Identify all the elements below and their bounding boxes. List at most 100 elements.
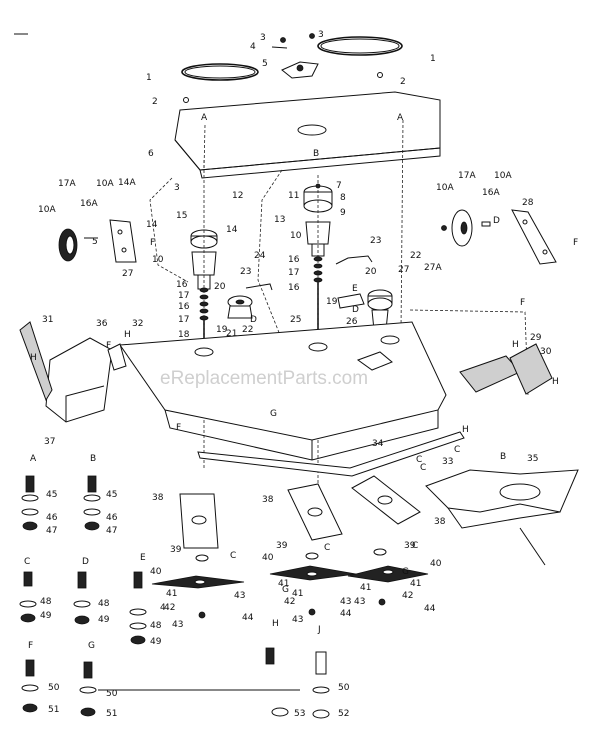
letter-g: G [88, 641, 95, 651]
left-wheel-bracket-14A [109, 219, 137, 263]
hw-group-G [79, 661, 97, 717]
cutter-40-right [347, 565, 429, 583]
callout-41: 41 [166, 589, 177, 599]
callout-41: 41 [360, 583, 371, 593]
callout-10a: 10A [96, 179, 114, 189]
letter-g: G [402, 567, 409, 577]
callout-48: 48 [98, 599, 110, 609]
hw-group-E [129, 571, 147, 645]
callout-19: 19 [326, 297, 338, 307]
callout-42: 42 [164, 603, 175, 613]
callout-20: 20 [365, 267, 377, 277]
nut-3-right [309, 33, 315, 39]
callout-23: 23 [370, 236, 381, 246]
callout-5: 5 [262, 59, 268, 69]
callout-10a: 10A [436, 183, 454, 193]
hinge-36 [107, 343, 127, 371]
callout-26: 26 [346, 317, 358, 327]
callout-51: 51 [48, 705, 59, 715]
washer-39-right [373, 548, 387, 556]
callout-28: 28 [522, 198, 534, 208]
callout-51: 51 [106, 709, 117, 719]
letter-f: F [573, 238, 578, 248]
guide-right-cover [400, 119, 404, 331]
letter-f: F [106, 341, 111, 351]
nut-43-center [308, 608, 316, 616]
callout-46: 46 [106, 513, 118, 523]
letter-f: F [176, 423, 181, 433]
letter-f: F [150, 238, 155, 248]
letter-j: J [317, 625, 321, 635]
callout-39: 39 [404, 541, 416, 551]
pin-16A-right [481, 221, 491, 227]
callout-37: 37 [44, 437, 55, 447]
letter-h: H [272, 619, 279, 629]
letter-a: A [30, 454, 37, 464]
callout-17: 17 [178, 291, 189, 301]
spring-23-left [245, 283, 273, 291]
idler-bracket-5 [281, 61, 319, 79]
callout-33: 33 [442, 457, 453, 467]
callout-46: 46 [46, 513, 58, 523]
letter-h: H [30, 353, 37, 363]
idler-arm-26 [337, 293, 365, 309]
callout-30: 30 [540, 347, 552, 357]
callout-7: 7 [336, 181, 342, 191]
callout-4: 4 [160, 603, 166, 613]
letter-d: D [82, 557, 89, 567]
callout-2: 2 [152, 97, 158, 107]
callout-24: 24 [254, 251, 266, 261]
left-idler-20 [227, 295, 253, 319]
letter-b: B [313, 149, 319, 159]
callout-16a: 16A [482, 188, 500, 198]
callout-47: 47 [106, 526, 117, 536]
callout-40: 40 [150, 567, 162, 577]
callout-9: 9 [340, 208, 346, 218]
callout-52: 52 [338, 709, 349, 719]
letter-h: H [552, 377, 559, 387]
discharge-cover-35 [425, 469, 579, 529]
callout-17: 17 [288, 268, 299, 278]
callout-12: 12 [232, 191, 243, 201]
letter-h: H [124, 330, 131, 340]
callout-17: 17 [178, 315, 189, 325]
callout-50: 50 [338, 683, 350, 693]
bracket-30 [509, 343, 553, 395]
hw-group-J [312, 651, 330, 719]
callout-16: 16 [288, 283, 300, 293]
callout-49: 49 [40, 611, 52, 621]
callout-43: 43 [292, 615, 303, 625]
callout-38: 38 [152, 493, 164, 503]
belt-cover-6 [174, 91, 441, 179]
letter-g: G [270, 409, 277, 419]
callout-47: 47 [46, 526, 57, 536]
callout-17a: 17A [58, 179, 76, 189]
plug-2-left [183, 97, 189, 103]
hw-group-D [73, 571, 91, 625]
callout-36: 36 [96, 319, 108, 329]
callout-10a: 10A [38, 205, 56, 215]
callout-35: 35 [527, 454, 538, 464]
callout-45: 45 [106, 490, 117, 500]
callout-34: 34 [372, 439, 384, 449]
callout-40: 40 [262, 553, 274, 563]
letter-c: C [420, 463, 426, 473]
letter-c: C [24, 557, 30, 567]
callout-38: 38 [434, 517, 446, 527]
callout-44: 44 [242, 613, 254, 623]
right-wheel-bracket-28 [511, 209, 557, 265]
callout-27: 27 [398, 265, 409, 275]
callout-45: 45 [46, 490, 57, 500]
callout-29: 29 [530, 333, 542, 343]
letter-h: H [462, 425, 469, 435]
washer-39-center [305, 552, 319, 560]
callout-50: 50 [48, 683, 60, 693]
callout-2: 2 [400, 77, 406, 87]
letter-f: F [28, 641, 33, 651]
letter-f: F [520, 298, 525, 308]
callout-43: 43 [354, 597, 365, 607]
mower-deck-32 [119, 321, 447, 461]
callout-25: 25 [290, 315, 301, 325]
